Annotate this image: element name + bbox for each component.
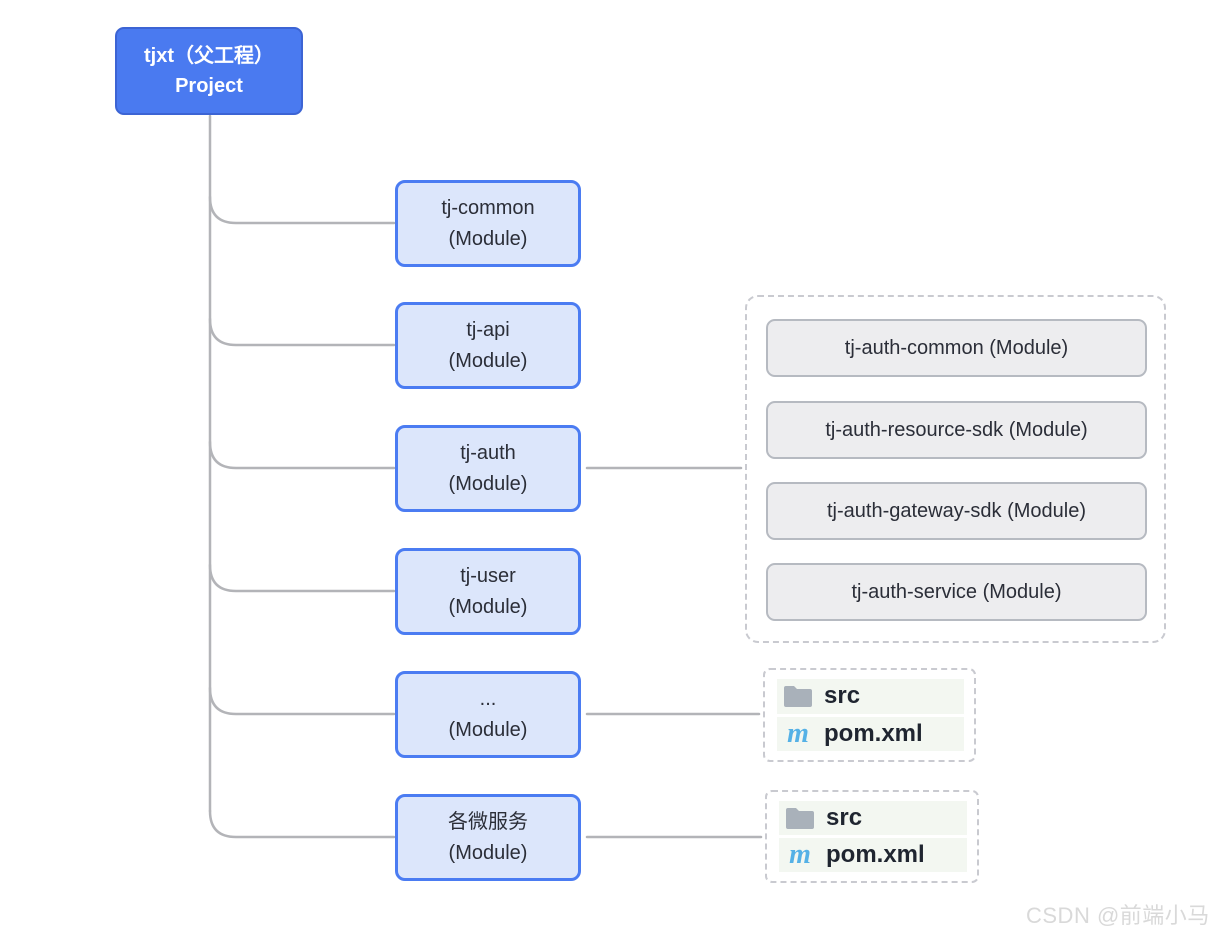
- module-type: (Module): [448, 227, 528, 250]
- file-row-pom: m pom.xml: [777, 716, 964, 751]
- module-name: 各微服务: [448, 810, 528, 833]
- root-project-node: tjxt（父工程） Project: [115, 27, 303, 115]
- branch-microservices: [208, 809, 396, 839]
- module-node-tj-api: tj-api (Module): [395, 302, 581, 389]
- module-type: (Module): [448, 595, 528, 618]
- branch-tj-common: [208, 195, 396, 225]
- module-type: (Module): [448, 349, 528, 372]
- module-name: ...: [479, 687, 497, 710]
- file-name: src: [826, 804, 863, 831]
- auth-submodule-group: tj-auth-common (Module) tj-auth-resource…: [745, 295, 1166, 643]
- csdn-watermark: CSDN @前端小马: [1026, 903, 1210, 928]
- file-row-pom: m pom.xml: [779, 838, 967, 872]
- module-node-microservices: 各微服务 (Module): [395, 794, 581, 881]
- file-row-src: src: [779, 801, 967, 835]
- module-name: tj-api: [466, 318, 510, 341]
- file-panel-ellipsis-module: src m pom.xml: [763, 668, 976, 762]
- maven-icon: m: [787, 717, 809, 749]
- folder-icon: [785, 806, 815, 830]
- submodule-label: tj-auth-common (Module): [844, 336, 1069, 359]
- submodule-tj-auth-resource-sdk: tj-auth-resource-sdk (Module): [766, 401, 1147, 459]
- file-name: src: [824, 682, 861, 710]
- module-type: (Module): [448, 718, 528, 741]
- module-node-ellipsis: ... (Module): [395, 671, 581, 758]
- branch-tj-auth: [208, 440, 396, 470]
- module-name: tj-common: [441, 196, 535, 219]
- root-node-title: tjxt（父工程）: [144, 45, 274, 67]
- maven-icon: m: [789, 839, 811, 870]
- module-type: (Module): [448, 472, 528, 495]
- file-row-src: src: [777, 679, 964, 714]
- branch-tj-user: [208, 563, 396, 593]
- module-name: tj-user: [460, 564, 516, 587]
- submodule-label: tj-auth-service (Module): [851, 580, 1062, 603]
- root-node-subtitle: Project: [175, 75, 243, 97]
- file-name: pom.xml: [824, 719, 923, 747]
- module-node-tj-common: tj-common (Module): [395, 180, 581, 267]
- folder-icon: [783, 684, 813, 708]
- submodule-tj-auth-common: tj-auth-common (Module): [766, 319, 1147, 377]
- submodule-tj-auth-gateway-sdk: tj-auth-gateway-sdk (Module): [766, 482, 1147, 540]
- submodule-tj-auth-service: tj-auth-service (Module): [766, 563, 1147, 621]
- file-name: pom.xml: [826, 841, 925, 868]
- branch-tj-api: [208, 317, 396, 347]
- module-type: (Module): [448, 841, 528, 864]
- file-panel-microservices-module: src m pom.xml: [765, 790, 979, 883]
- branch-dots: [208, 686, 396, 716]
- module-node-tj-user: tj-user (Module): [395, 548, 581, 635]
- submodule-label: tj-auth-gateway-sdk (Module): [827, 499, 1086, 522]
- module-name: tj-auth: [460, 441, 516, 464]
- submodule-label: tj-auth-resource-sdk (Module): [825, 418, 1088, 441]
- module-node-tj-auth: tj-auth (Module): [395, 425, 581, 512]
